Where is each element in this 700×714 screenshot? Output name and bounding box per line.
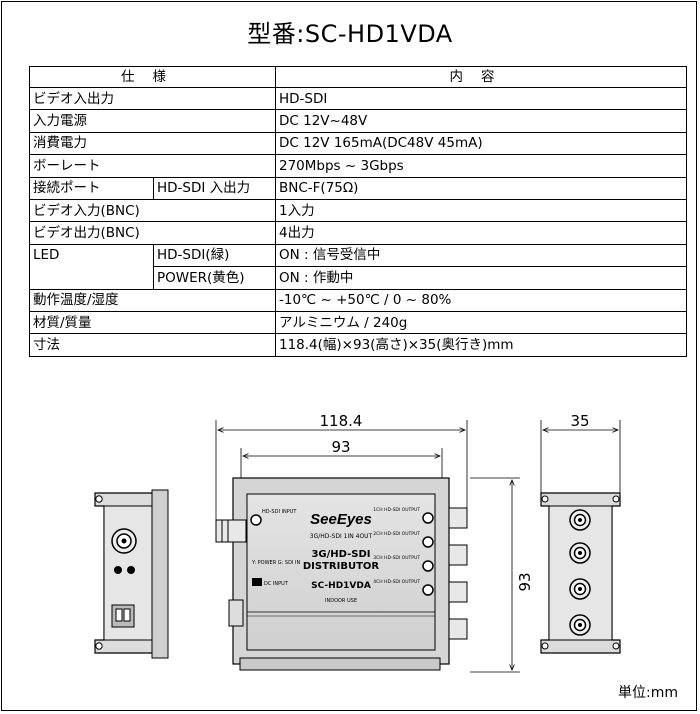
- row-label: ビデオ入力(BNC): [29, 198, 276, 223]
- row-value: BNC-F(75Ω): [275, 176, 687, 200]
- row-value: -10℃ ~ +50℃ / 0 ~ 80%: [275, 288, 687, 312]
- row-value: DC 12V~48V: [275, 109, 687, 133]
- output-connectors: 1CH HD-SDI OUTPUT 2CH HD-SDI OUTPUT 3CH …: [373, 507, 468, 640]
- table-row: 寸法 118.4(幅)×93(高さ)×35(奥行き)mm: [29, 333, 687, 357]
- right-side-view: 35: [540, 412, 621, 654]
- row-value: ON : 作動中: [275, 266, 687, 290]
- spec-table: 仕様 内容 ビデオ入出力 HD-SDI 入力電源 DC 12V~48V 消費電力…: [29, 66, 687, 357]
- row-label: 接続ポート: [29, 176, 154, 200]
- dim-total-width: 118.4: [320, 412, 363, 430]
- row-label: 寸法: [29, 333, 276, 357]
- table-row: ビデオ入出力 HD-SDI: [29, 86, 687, 111]
- table-row: ボーレート 270Mbps ~ 3Gbps: [29, 154, 687, 178]
- header-content: 内容: [275, 66, 687, 88]
- table-row: 接続ポート HD-SDI 入出力 BNC-F(75Ω): [29, 176, 687, 200]
- unit-label: 単位:mm: [618, 685, 678, 701]
- output-label: 4CH HD-SDI OUTPUT: [373, 579, 420, 585]
- table-row: ビデオ出力(BNC) 4出力: [29, 221, 687, 245]
- row-sublabel: HD-SDI 入出力: [153, 176, 276, 200]
- table-row: ビデオ入力(BNC) 1入力: [29, 198, 687, 223]
- indoor-label: INDOOR USE: [325, 598, 357, 604]
- table-row: 動作温度/湿度 -10℃ ~ +50℃ / 0 ~ 80%: [29, 288, 687, 312]
- left-side-view: [94, 489, 169, 659]
- dim-body-width: 93: [331, 438, 350, 456]
- row-value: ON : 信号受信中: [275, 243, 687, 268]
- table-row: 材質/質量 アルミニウム / 240g: [29, 310, 687, 335]
- row-value: アルミニウム / 240g: [275, 310, 687, 335]
- table-header-row: 仕様 内容: [29, 66, 687, 88]
- dc-input-label: DC INPUT: [264, 581, 289, 587]
- model-label: SC-HD1VDA: [311, 581, 371, 591]
- led-label: Y: POWER G: SDI IN: [251, 560, 300, 566]
- row-value: 118.4(幅)×93(高さ)×35(奥行き)mm: [275, 333, 687, 357]
- dimension-drawing: 118.4 93 HD-SDI INPUT DC INPUT Y: POWER …: [94, 412, 621, 673]
- dim-height: 93: [516, 572, 534, 591]
- table-row: LED HD-SDI(緑) ON : 信号受信中: [29, 243, 687, 290]
- output-label: 3CH HD-SDI OUTPUT: [373, 555, 420, 561]
- device-subtitle: 3G/HD-SDI 1IN 4OUT: [310, 533, 373, 540]
- row-label: 動作温度/湿度: [29, 288, 276, 312]
- row-value: DC 12V 165mA(DC48V 45mA): [275, 131, 687, 156]
- row-label: 消費電力: [29, 131, 276, 156]
- row-sublabel: HD-SDI(緑): [153, 243, 276, 268]
- row-value: 4出力: [275, 221, 687, 245]
- row-value: 1入力: [275, 198, 687, 223]
- product-line2: DISTRIBUTOR: [303, 561, 380, 572]
- row-label: 入力電源: [29, 109, 276, 133]
- row-sublabel: POWER(黄色): [153, 266, 276, 290]
- table-row: 消費電力 DC 12V 165mA(DC48V 45mA): [29, 131, 687, 156]
- output-label: 1CH HD-SDI OUTPUT: [373, 507, 420, 513]
- row-label: LED: [29, 243, 154, 290]
- header-spec: 仕様: [29, 66, 276, 88]
- dim-depth: 35: [570, 412, 589, 430]
- row-label: 材質/質量: [29, 310, 276, 335]
- output-label: 2CH HD-SDI OUTPUT: [373, 531, 420, 537]
- row-label: ビデオ入出力: [29, 86, 276, 111]
- input-label: HD-SDI INPUT: [262, 509, 297, 515]
- table-row: POWER(黄色) ON : 作動中: [30, 266, 687, 290]
- row-value: 270Mbps ~ 3Gbps: [275, 154, 687, 178]
- page-title: 型番:SC-HD1VDA: [247, 20, 453, 48]
- row-label: ビデオ出力(BNC): [29, 221, 276, 245]
- table-row: 入力電源 DC 12V~48V: [29, 109, 687, 133]
- row-label: ボーレート: [29, 154, 276, 178]
- product-line1: 3G/HD-SDI: [311, 549, 370, 560]
- brand-logo: SeeEyes: [310, 511, 372, 528]
- top-view: 118.4 93 HD-SDI INPUT DC INPUT Y: POWER …: [215, 412, 534, 673]
- row-value: HD-SDI: [275, 86, 687, 111]
